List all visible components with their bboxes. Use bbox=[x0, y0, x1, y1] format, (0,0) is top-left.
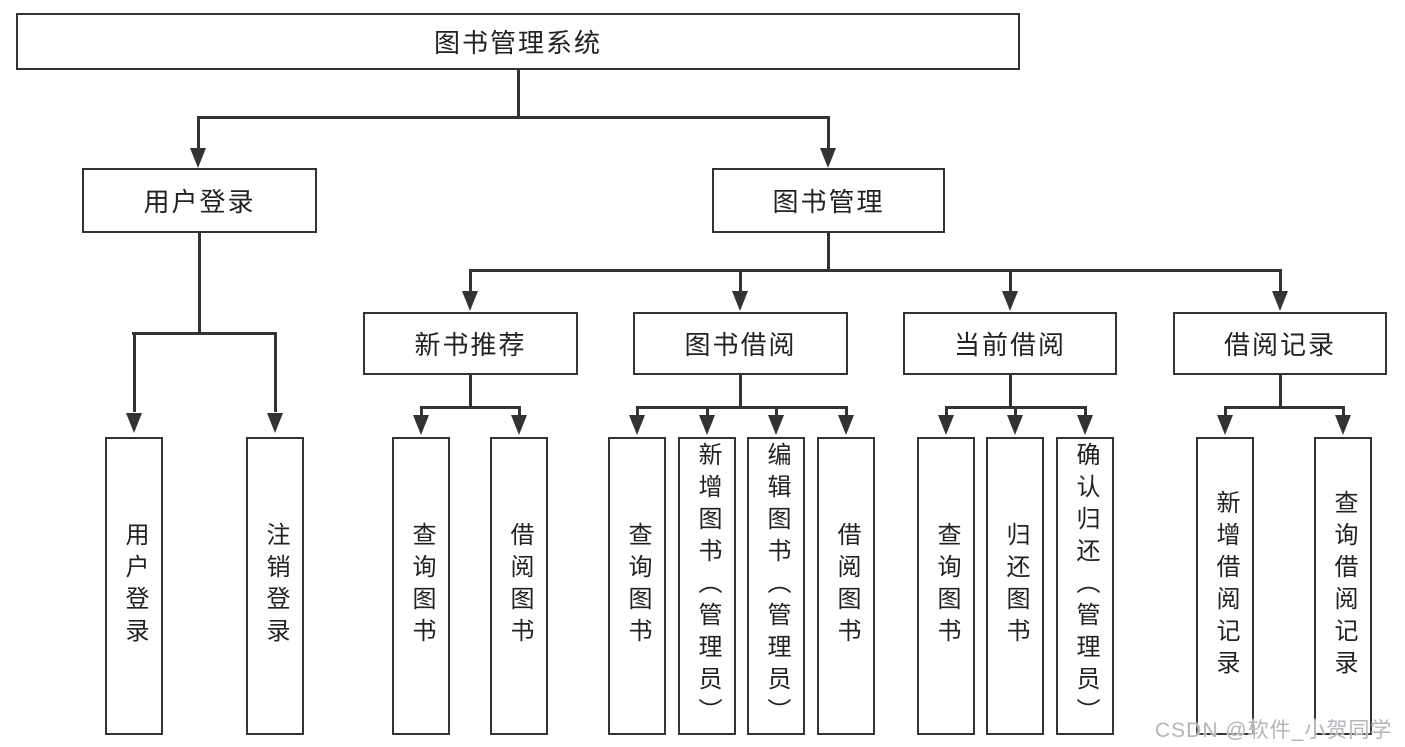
arrow-down-icon bbox=[629, 415, 645, 435]
leaf-edit-books-admin: 编辑图书（管理员） bbox=[747, 437, 805, 735]
connector-line bbox=[274, 332, 277, 412]
arrow-down-icon bbox=[267, 413, 283, 433]
connector-line bbox=[469, 269, 472, 291]
node-library-management-system: 图书管理系统 bbox=[16, 13, 1020, 70]
node-label: 图书管理 bbox=[772, 187, 885, 217]
connector-line bbox=[132, 332, 276, 335]
leaf-label: 查询图书 bbox=[624, 522, 651, 650]
leaf-query-books-current: 查询图书 bbox=[917, 437, 975, 735]
connector-line bbox=[197, 116, 830, 119]
node-user-login: 用户登录 bbox=[82, 168, 317, 233]
node-label: 当前借阅 bbox=[953, 330, 1066, 360]
arrow-down-icon bbox=[768, 415, 784, 435]
arrow-down-icon bbox=[732, 291, 748, 311]
connector-line bbox=[706, 406, 709, 416]
connector-line bbox=[1224, 406, 1344, 409]
leaf-query-borrow-record: 查询借阅记录 bbox=[1314, 437, 1372, 735]
leaf-label: 新增图书（管理员） bbox=[694, 442, 721, 730]
leaf-label: 归还图书 bbox=[1002, 522, 1029, 650]
node-book-management: 图书管理 bbox=[712, 168, 945, 233]
leaf-label: 查询借阅记录 bbox=[1330, 490, 1357, 682]
leaf-label: 确认归还（管理员） bbox=[1072, 442, 1099, 730]
arrow-down-icon bbox=[838, 415, 854, 435]
connector-line bbox=[775, 406, 778, 416]
connector-line bbox=[739, 375, 742, 409]
connector-line bbox=[1009, 375, 1012, 409]
node-label: 图书借阅 bbox=[684, 330, 797, 360]
connector-line bbox=[1279, 269, 1282, 291]
connector-line bbox=[1014, 406, 1017, 416]
leaf-label: 借阅图书 bbox=[833, 522, 860, 650]
connector-line bbox=[1279, 375, 1282, 409]
connector-line bbox=[518, 406, 521, 416]
leaf-add-borrow-record: 新增借阅记录 bbox=[1196, 437, 1254, 735]
arrow-down-icon bbox=[190, 148, 206, 168]
arrow-down-icon bbox=[511, 415, 527, 435]
leaf-borrow-books: 借阅图书 bbox=[817, 437, 875, 735]
connector-line bbox=[133, 332, 136, 412]
leaf-label: 借阅图书 bbox=[506, 522, 533, 650]
arrow-down-icon bbox=[938, 415, 954, 435]
leaf-label: 用户登录 bbox=[121, 522, 148, 650]
node-book-borrowing: 图书借阅 bbox=[633, 312, 848, 375]
connector-line bbox=[945, 406, 948, 416]
leaf-user-login: 用户登录 bbox=[105, 437, 163, 735]
node-label: 借阅记录 bbox=[1223, 330, 1336, 360]
leaf-query-books-recommend: 查询图书 bbox=[392, 437, 450, 735]
node-current-borrowing: 当前借阅 bbox=[903, 312, 1117, 375]
connector-line bbox=[469, 269, 1282, 272]
leaf-label: 查询图书 bbox=[408, 522, 435, 650]
leaf-confirm-return-admin: 确认归还（管理员） bbox=[1056, 437, 1114, 735]
leaf-label: 新增借阅记录 bbox=[1212, 490, 1239, 682]
connector-line bbox=[1224, 406, 1227, 416]
node-label: 新书推荐 bbox=[414, 330, 527, 360]
leaf-query-books-borrowing: 查询图书 bbox=[608, 437, 666, 735]
connector-line bbox=[197, 116, 200, 149]
node-label: 图书管理系统 bbox=[433, 28, 602, 58]
connector-line bbox=[845, 406, 848, 416]
arrow-down-icon bbox=[1007, 415, 1023, 435]
leaf-logout: 注销登录 bbox=[246, 437, 304, 735]
arrow-down-icon bbox=[126, 413, 142, 433]
connector-line bbox=[420, 406, 520, 409]
csdn-watermark: CSDN @软件_小贺同学 bbox=[1155, 719, 1393, 742]
arrow-down-icon bbox=[1272, 291, 1288, 311]
connector-line bbox=[198, 233, 201, 335]
leaf-label: 编辑图书（管理员） bbox=[763, 442, 790, 730]
connector-line bbox=[469, 375, 472, 409]
connector-line bbox=[517, 70, 520, 117]
arrow-down-icon bbox=[1077, 415, 1093, 435]
arrow-down-icon bbox=[699, 415, 715, 435]
arrow-down-icon bbox=[1335, 415, 1351, 435]
connector-line bbox=[827, 116, 830, 149]
arrow-down-icon bbox=[413, 415, 429, 435]
connector-line bbox=[636, 406, 847, 409]
arrow-down-icon bbox=[462, 291, 478, 311]
node-borrowing-records: 借阅记录 bbox=[1173, 312, 1387, 375]
arrow-down-icon bbox=[820, 148, 836, 168]
leaf-label: 注销登录 bbox=[262, 522, 289, 650]
arrow-down-icon bbox=[1002, 291, 1018, 311]
leaf-label: 查询图书 bbox=[933, 522, 960, 650]
node-new-book-recommendation: 新书推荐 bbox=[363, 312, 578, 375]
node-label: 用户登录 bbox=[143, 187, 256, 217]
connector-line bbox=[1342, 406, 1345, 416]
connector-line bbox=[827, 233, 830, 271]
leaf-return-books: 归还图书 bbox=[986, 437, 1044, 735]
leaf-borrow-books-recommend: 借阅图书 bbox=[490, 437, 548, 735]
arrow-down-icon bbox=[1217, 415, 1233, 435]
leaf-add-books-admin: 新增图书（管理员） bbox=[678, 437, 736, 735]
connector-line bbox=[1009, 269, 1012, 291]
connector-line bbox=[420, 406, 423, 416]
connector-line bbox=[739, 269, 742, 291]
connector-line bbox=[1084, 406, 1087, 416]
connector-line bbox=[636, 406, 639, 416]
